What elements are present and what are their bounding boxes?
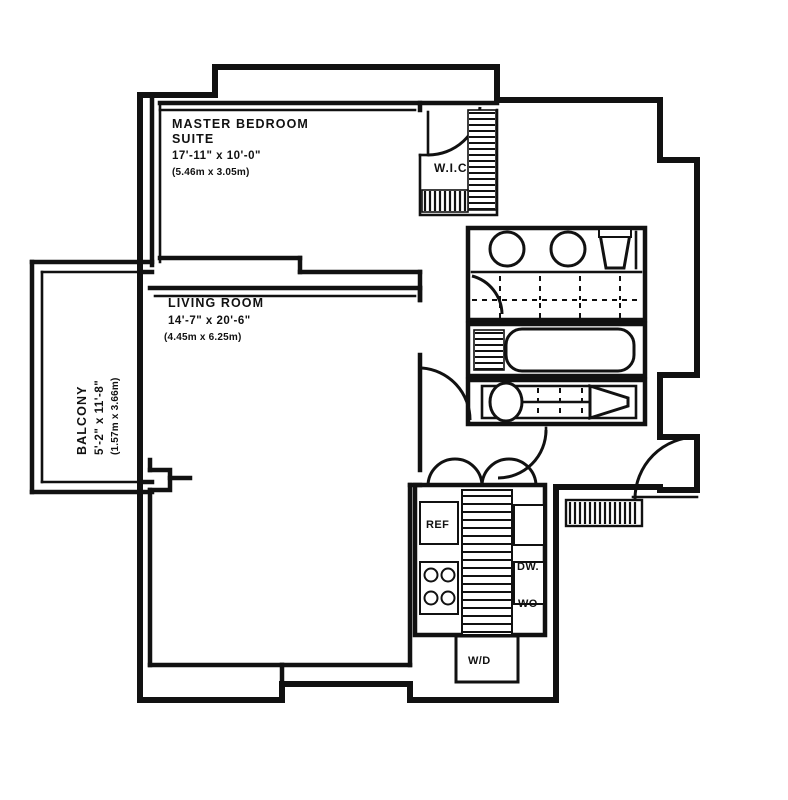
closet-shelf-hatch (467, 109, 497, 211)
wall-oven-box (513, 561, 545, 605)
master-bathroom (465, 225, 648, 323)
master-bedroom-dimensions-metric: (5.46m x 3.05m) (172, 167, 250, 178)
master-bedroom-label-line2: SUITE (172, 132, 214, 146)
closet-rod-hatch (421, 189, 469, 213)
living-room-label: LIVING ROOM (168, 296, 264, 310)
secondary-bathroom (465, 377, 648, 427)
balcony (29, 259, 155, 495)
walk-in-closet-label: W.I.C (434, 161, 467, 175)
balcony-dimensions-imperial: 5'-2" x 11'-8" (94, 380, 106, 455)
living-room-dimensions-metric: (4.45m x 6.25m) (164, 332, 242, 343)
walk-in-closet (418, 106, 499, 217)
linen-closet-hatch (473, 329, 505, 371)
washer-dryer-label: W/D (468, 655, 491, 667)
sink-basin-right-icon (549, 230, 587, 268)
building-outline-right-steps (407, 372, 700, 703)
balcony-dimensions-metric: (1.57m x 3.66m) (110, 378, 121, 456)
refrigerator-label: REF (426, 519, 449, 531)
kitchen-door-swing-right (480, 457, 538, 487)
master-bedroom-walls (149, 92, 500, 303)
hallway-doors (497, 426, 699, 528)
kitchen (412, 457, 548, 684)
text-labels: MASTER BEDROOM SUITE 17'-11" x 10'-0" (5… (75, 117, 539, 667)
wall-oven-label: WO (518, 598, 538, 610)
balcony-label: BALCONY (75, 385, 89, 455)
bathtub-icon (504, 327, 636, 373)
refrigerator-box (419, 501, 459, 545)
master-bedroom-dimensions-imperial: 17'-11" x 10'-0" (172, 150, 261, 162)
bathtub-area (465, 321, 648, 379)
secondary-bath-dashes (537, 388, 583, 416)
master-bedroom-label-line1: MASTER BEDROOM (172, 117, 309, 131)
sink-oval-secondary-icon (488, 381, 524, 423)
kitchen-door-swing-left (426, 457, 484, 487)
dishwasher-label: DW. (517, 561, 539, 573)
dishwasher-box (513, 504, 545, 546)
sink-basin-left-icon (488, 230, 526, 268)
washer-dryer-box (454, 634, 520, 684)
toilet-secondary-icon (588, 383, 630, 421)
coat-closet-hatch (564, 498, 644, 528)
living-room-walls (147, 285, 472, 687)
kitchen-counter-hatch (461, 489, 513, 636)
bath-tile-dashes (472, 276, 641, 318)
toilet-master-icon (598, 228, 632, 270)
living-room-dimensions-imperial: 14'-7" x 20'-6" (168, 315, 251, 327)
